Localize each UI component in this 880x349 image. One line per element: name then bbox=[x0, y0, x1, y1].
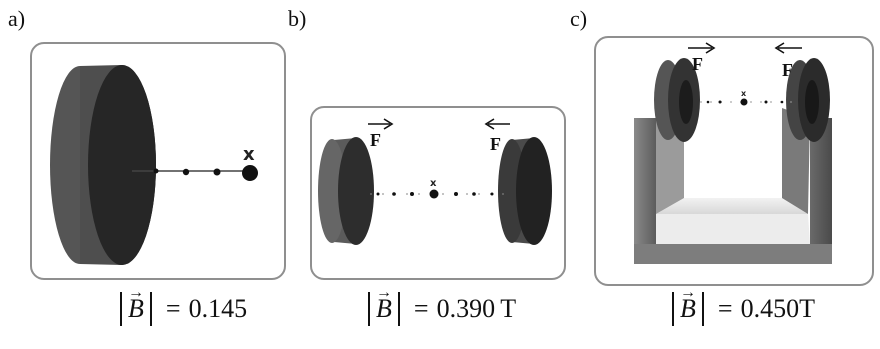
field-point bbox=[392, 192, 396, 196]
x-marker: x bbox=[741, 89, 747, 98]
force-arrow-left bbox=[774, 42, 802, 54]
formula-c: →B = 0.450T bbox=[666, 284, 815, 326]
field-point bbox=[472, 192, 476, 196]
field-point bbox=[410, 192, 414, 196]
field-point bbox=[454, 192, 458, 196]
force-arrow-right bbox=[688, 42, 716, 54]
force-label-right: F bbox=[782, 60, 793, 80]
formula-a: →B = 0.145 bbox=[114, 284, 247, 326]
panel-b-diagram: x bbox=[318, 118, 552, 245]
force-label-right: F bbox=[490, 134, 501, 154]
coil-ring-left bbox=[654, 58, 700, 142]
panel-label-b: b) bbox=[288, 6, 307, 31]
panel-c: x F F bbox=[594, 36, 874, 286]
panel-c-diagram: x bbox=[634, 42, 832, 264]
force-label-left: F bbox=[370, 130, 381, 150]
field-point bbox=[153, 168, 159, 174]
panel-a-diagram: x bbox=[50, 65, 258, 265]
coil-disk-right bbox=[498, 137, 552, 245]
field-point bbox=[718, 100, 722, 104]
force-label-left: F bbox=[692, 54, 703, 74]
field-point bbox=[490, 192, 494, 196]
coil-disk bbox=[50, 65, 156, 265]
panel-label-c: c) bbox=[570, 6, 588, 31]
formula-b: →B = 0.390 T bbox=[362, 284, 516, 326]
field-point bbox=[780, 100, 784, 104]
field-point bbox=[376, 192, 380, 196]
panel-a: x bbox=[30, 42, 286, 280]
field-point-large bbox=[740, 98, 748, 106]
coil-disk-left bbox=[318, 137, 374, 245]
field-point-large bbox=[429, 189, 439, 199]
force-arrow-right bbox=[368, 118, 394, 130]
field-point bbox=[706, 100, 710, 104]
field-point bbox=[213, 168, 221, 176]
field-point bbox=[182, 168, 190, 176]
panel-b: x F F bbox=[310, 106, 566, 280]
x-marker: x bbox=[243, 144, 255, 165]
x-marker: x bbox=[430, 178, 437, 189]
coil-ring-right bbox=[786, 58, 830, 142]
field-point bbox=[764, 100, 768, 104]
field-point-large bbox=[242, 165, 258, 181]
panel-label-a: a) bbox=[8, 6, 26, 31]
force-arrow-left bbox=[484, 118, 510, 130]
u-frame-stand bbox=[634, 108, 832, 264]
